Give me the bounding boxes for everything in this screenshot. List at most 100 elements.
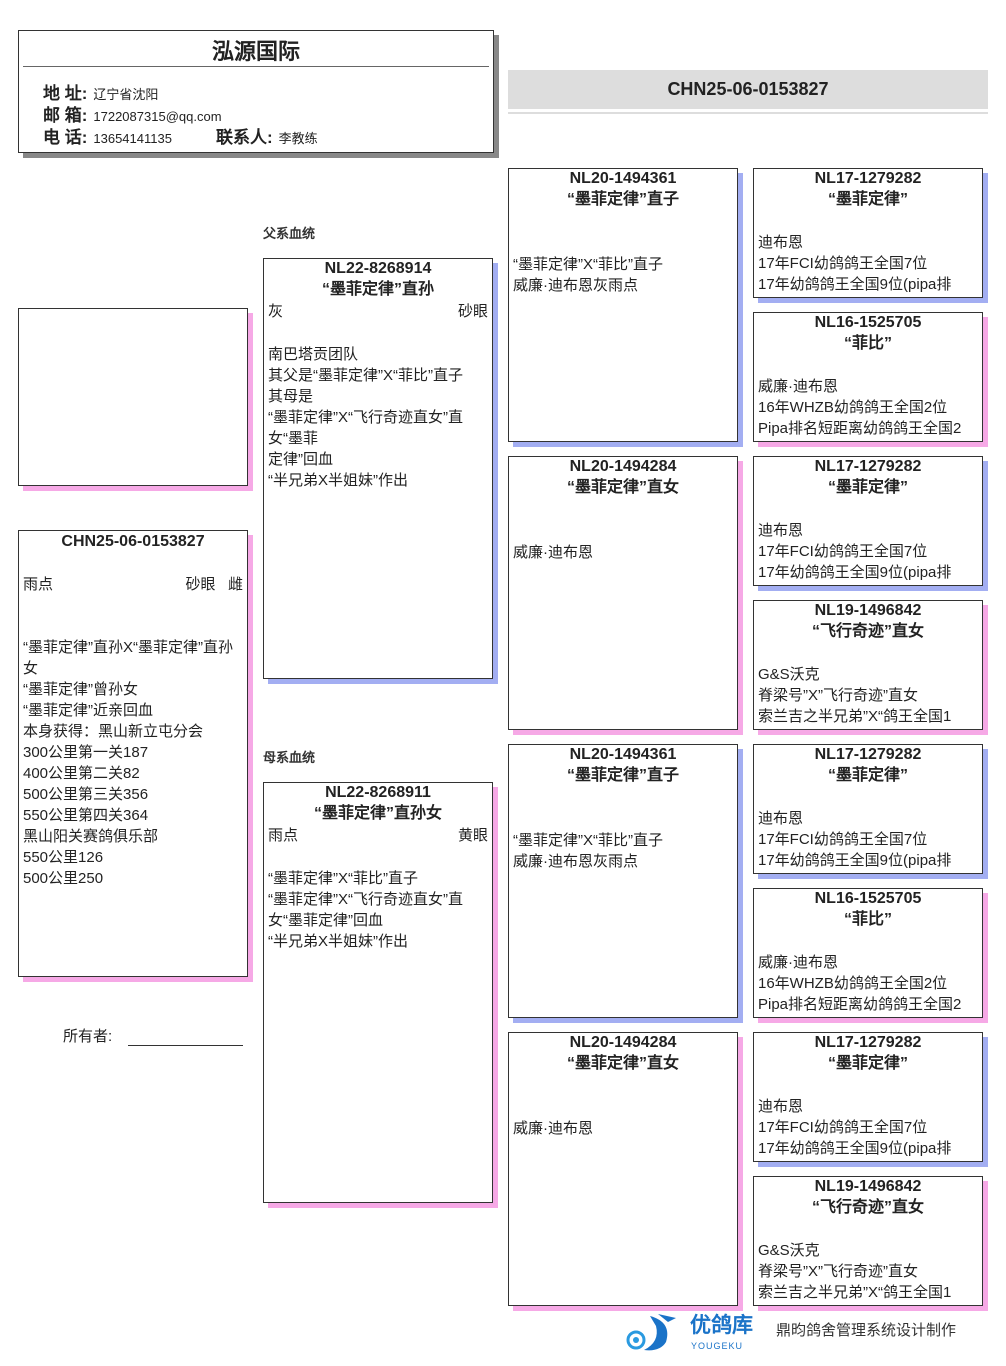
note-line: 17年幼鸽鸽王全国9位(pipa排 <box>758 852 952 869</box>
grandparent-card: NL20-1494361 “墨菲定律”直子 “墨菲定律”X“菲比”直子 威廉·迪布恩… <box>508 744 738 1018</box>
grandparent-card: NL20-1494284“墨菲定律”直女威廉·迪布恩 <box>508 1032 738 1306</box>
great-grandparent-name: “墨菲定律” <box>827 767 908 784</box>
dam-line-label: 母系血统 <box>263 750 316 765</box>
owner-signature-line[interactable] <box>128 1045 243 1046</box>
sire-notes: 南巴塔贡团队 其父是“墨菲定律”X“菲比”直子 其母是 “墨菲定律”X“飞行奇迹… <box>268 346 463 489</box>
note-line: G&S沃克 <box>758 1242 820 1259</box>
dam-name: “墨菲定律”直孙女 <box>313 805 442 822</box>
grandparent-name: “墨菲定律”直子 <box>566 767 679 784</box>
contact-label: 联系人: <box>215 128 273 147</box>
sire-name: “墨菲定律”直孙 <box>321 281 434 298</box>
note-line: Pipa排名短距离幼鸽鸽王全国2 <box>758 996 962 1013</box>
subject-sex: 雌 <box>227 576 243 593</box>
great-grandparent-ring: NL16-1525705 <box>814 314 922 331</box>
great-grandparent-name: “飞行奇迹”直女 <box>811 1199 924 1216</box>
great-grandparent-notes: 迪布恩 17年FCI幼鸽鸽王全国7位 17年幼鸽鸽王全国9位(pipa排 <box>754 808 982 871</box>
grandparent-notes: 威廉·迪布恩 <box>513 1120 593 1137</box>
logo-text: 优鸽库 <box>690 1314 753 1337</box>
phone-value: 13654141135 <box>93 131 172 146</box>
great-grandparent-card: NL16-1525705 “菲比” 威廉·迪布恩 16年WHZB幼鸽鸽王全国2位 Pip… <box>753 888 983 1018</box>
great-grandparent-notes: 迪布恩 17年FCI幼鸽鸽王全国7位 17年幼鸽鸽王全国9位(pipa排 <box>754 520 982 583</box>
logo-subtext: YOUGEKU <box>691 1341 744 1351</box>
sire-eye: 砂眼 <box>457 303 488 320</box>
note-line: 17年FCI幼鸽鸽王全国7位 <box>758 255 928 272</box>
note-line: 17年FCI幼鸽鸽王全国7位 <box>758 543 928 560</box>
note-line: 17年幼鸽鸽王全国9位(pipa排 <box>758 276 952 293</box>
dam-ring: NL22-8268911 <box>325 784 431 801</box>
grandparent-name: “墨菲定律”直子 <box>566 191 679 208</box>
great-grandparent-name: “菲比” <box>843 911 892 928</box>
great-grandparent-card: NL17-1279282 “墨菲定律” 迪布恩 17年FCI幼鸽鸽王全国7位 17年幼鸽… <box>753 744 983 874</box>
grandparent-name: “墨菲定律”直女 <box>566 479 679 496</box>
note-line: 迪布恩 <box>758 1098 804 1115</box>
note-line: 威廉·迪布恩 <box>758 378 838 395</box>
loft-info-card: 泓源国际 地 址:辽宁省沈阳 邮 箱:1722087315@qq.com 电 话… <box>18 30 494 153</box>
great-grandparent-card: NL17-1279282 “墨菲定律” 迪布恩 17年FCI幼鸽鸽王全国7位 17年幼鸽… <box>753 1032 983 1162</box>
photo-placeholder <box>18 308 248 486</box>
loft-name: 泓源国际 <box>23 31 489 67</box>
grandparent-ring: NL20-1494284 <box>569 458 677 475</box>
great-grandparent-ring: NL17-1279282 <box>814 170 922 187</box>
great-grandparent-name: “菲比” <box>843 335 892 352</box>
note-line: 索兰吉之半兄弟”X“鸽王全国1 <box>758 1284 952 1301</box>
phone-label: 电 话: <box>43 128 88 147</box>
great-grandparent-name: “墨菲定律” <box>827 479 908 496</box>
grandparent-notes: 威廉·迪布恩 <box>513 544 593 561</box>
address-label: 地 址: <box>43 84 88 103</box>
great-grandparent-notes: 迪布恩 17年FCI幼鸽鸽王全国7位 17年幼鸽鸽王全国9位(pipa排 <box>754 1096 982 1159</box>
contact-value: 李教练 <box>278 131 318 146</box>
grandparent-ring: NL20-1494361 <box>569 746 677 763</box>
great-grandparent-name: “墨菲定律” <box>827 1055 908 1072</box>
grandparent-notes: “墨菲定律”X“菲比”直子 威廉·迪布恩灰雨点 <box>513 256 663 294</box>
sire-card: NL22-8268914 “墨菲定律”直孙 灰砂眼 南巴塔贡团队 其父是“墨菲定… <box>263 258 493 679</box>
great-grandparent-ring: NL17-1279282 <box>814 1034 922 1051</box>
yougeku-logo-icon <box>622 1312 682 1354</box>
note-line: G&S沃克 <box>758 666 820 683</box>
dam-card: NL22-8268911 “墨菲定律”直孙女 雨点 黄眼 “墨菲定律”X“菲比”直… <box>263 782 493 1203</box>
note-line: 脊梁号”X”飞行奇迹”直女 <box>758 1263 918 1280</box>
note-line: 威廉·迪布恩 <box>758 954 838 971</box>
note-line: 迪布恩 <box>758 810 804 827</box>
note-line: 索兰吉之半兄弟”X“鸽王全国1 <box>758 708 952 725</box>
subject-notes: “墨菲定律”直孙X“墨菲定律”直孙女 “墨菲定律”曾孙女 “墨菲定律”近亲回血 … <box>23 639 233 887</box>
great-grandparent-ring: NL19-1496842 <box>814 1178 922 1195</box>
note-line: 17年FCI幼鸽鸽王全国7位 <box>758 831 928 848</box>
great-grandparent-name: “飞行奇迹”直女 <box>811 623 924 640</box>
great-grandparent-ring: NL19-1496842 <box>814 602 922 619</box>
great-grandparent-ring: NL16-1525705 <box>814 890 922 907</box>
note-line: 迪布恩 <box>758 234 804 251</box>
subject-color: 雨点 <box>23 576 54 593</box>
sire-color: 灰 <box>268 303 284 320</box>
grandparent-card: NL20-1494361 “墨菲定律”直子 “墨菲定律”X“菲比”直子 威廉·迪布恩… <box>508 168 738 442</box>
great-grandparent-ring: NL17-1279282 <box>814 746 922 763</box>
note-line: 迪布恩 <box>758 522 804 539</box>
great-grandparent-card: NL17-1279282 “墨菲定律” 迪布恩 17年FCI幼鸽鸽王全国7位 17年幼鸽… <box>753 168 983 298</box>
dam-eye: 黄眼 <box>457 827 488 844</box>
note-line: 16年WHZB幼鸽鸽王全国2位 <box>758 975 948 992</box>
great-grandparent-ring: NL17-1279282 <box>814 458 922 475</box>
great-grandparent-name: “墨菲定律” <box>827 191 908 208</box>
great-grandparent-card: NL19-1496842 “飞行奇迹”直女 G&S沃克脊梁号”X”飞行奇迹”直女索兰… <box>753 1176 983 1306</box>
email-label: 邮 箱: <box>43 106 88 125</box>
note-line: 17年FCI幼鸽鸽王全国7位 <box>758 1119 928 1136</box>
grandparent-card: NL20-1494284 “墨菲定律”直女威廉·迪布恩 <box>508 456 738 730</box>
great-grandparent-card: NL17-1279282 “墨菲定律” 迪布恩 17年FCI幼鸽鸽王全国7位 17年幼鸽… <box>753 456 983 586</box>
footer-credit: 鼎昀鸽舍管理系统设计制作 <box>776 1322 957 1339</box>
subject-card: CHN25-06-0153827 雨点 砂眼 雌 “墨菲定律”直孙X“墨菲定律”直… <box>18 530 248 977</box>
note-line: 16年WHZB幼鸽鸽王全国2位 <box>758 399 948 416</box>
note-line: 17年幼鸽鸽王全国9位(pipa排 <box>758 564 952 581</box>
subject-ring: CHN25-06-0153827 <box>61 533 205 550</box>
dam-color: 雨点 <box>268 827 299 844</box>
grandparent-ring: NL20-1494361 <box>569 170 677 187</box>
note-line: 17年幼鸽鸽王全国9位(pipa排 <box>758 1140 952 1157</box>
banner-divider <box>508 112 988 114</box>
great-grandparent-notes: 迪布恩 17年FCI幼鸽鸽王全国7位 17年幼鸽鸽王全国9位(pipa排 <box>754 232 982 295</box>
subject-eye: 砂眼 <box>185 576 216 593</box>
dam-notes: “墨菲定律”X“菲比”直子 “墨菲定律”X“飞行奇迹直女”直女“墨菲定律”回血 … <box>268 870 463 950</box>
grandparent-notes: “墨菲定律”X“菲比”直子 威廉·迪布恩灰雨点 <box>513 832 663 870</box>
great-grandparent-notes: 威廉·迪布恩 16年WHZB幼鸽鸽王全国2位 Pipa排名短距离幼鸽鸽王全国2 <box>754 952 982 1015</box>
address-value: 辽宁省沈阳 <box>93 87 159 102</box>
